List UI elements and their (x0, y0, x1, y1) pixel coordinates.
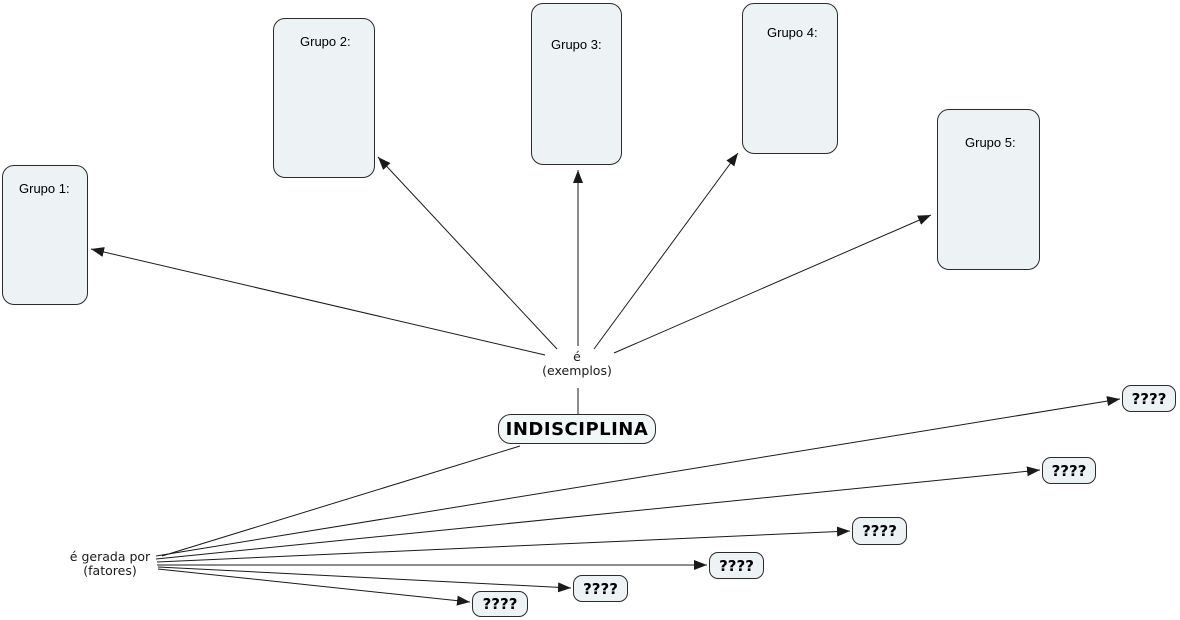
factor-node-1[interactable]: ???? (1122, 385, 1176, 412)
factor-node-6[interactable]: ???? (472, 591, 528, 617)
link-line-indisciplina-fatores (161, 445, 521, 557)
group-node-1[interactable]: Grupo 1: (2, 165, 88, 305)
connector-exemplos-grupo-5 (613, 214, 932, 354)
factor-label-1: ???? (1131, 389, 1167, 408)
link-label-fatores[interactable]: é gerada por (fatores) (50, 550, 170, 578)
factor-node-4[interactable]: ???? (709, 552, 764, 579)
factor-label-6: ???? (482, 595, 518, 613)
factor-label-2: ???? (1051, 461, 1087, 480)
connector-exemplos-grupo-2 (377, 156, 558, 350)
group-node-3[interactable]: Grupo 3: (531, 3, 622, 165)
connector-fatores-factor-6 (157, 568, 471, 606)
group-node-5[interactable]: Grupo 5: (937, 109, 1040, 270)
group-label-4: Grupo 4: (767, 25, 818, 40)
factor-node-5[interactable]: ???? (573, 575, 628, 602)
group-label-2: Grupo 2: (300, 34, 351, 49)
link-label-exemplos-line2: (exemplos) (542, 363, 612, 378)
factor-node-3[interactable]: ???? (852, 517, 907, 545)
factor-label-5: ???? (583, 579, 618, 598)
group-label-1: Grupo 1: (19, 181, 70, 196)
group-label-5: Grupo 5: (965, 135, 1016, 150)
main-concept-label: INDISCIPLINA (505, 418, 649, 440)
connector-exemplos-grupo-1 (90, 247, 546, 356)
factor-label-3: ???? (862, 522, 897, 540)
factor-node-2[interactable]: ???? (1042, 457, 1096, 484)
group-label-3: Grupo 3: (551, 37, 602, 52)
connector-fatores-factor-2 (155, 466, 1041, 560)
main-concept-node[interactable]: INDISCIPLINA (498, 414, 656, 444)
connector-fatores-factor-5 (157, 566, 572, 593)
connector-fatores-factor-1 (155, 396, 1121, 557)
connector-fatores-factor-3 (156, 526, 851, 563)
factor-label-4: ???? (719, 556, 754, 575)
group-node-2[interactable]: Grupo 2: (273, 18, 375, 178)
connector-exemplos-grupo-4 (593, 152, 739, 350)
link-label-exemplos[interactable]: é (exemplos) (517, 350, 637, 378)
group-node-4[interactable]: Grupo 4: (742, 3, 838, 154)
link-label-fatores-line1: é gerada por (69, 549, 151, 564)
link-label-exemplos-line1: é (573, 349, 581, 364)
link-label-fatores-line2: (fatores) (83, 563, 137, 578)
